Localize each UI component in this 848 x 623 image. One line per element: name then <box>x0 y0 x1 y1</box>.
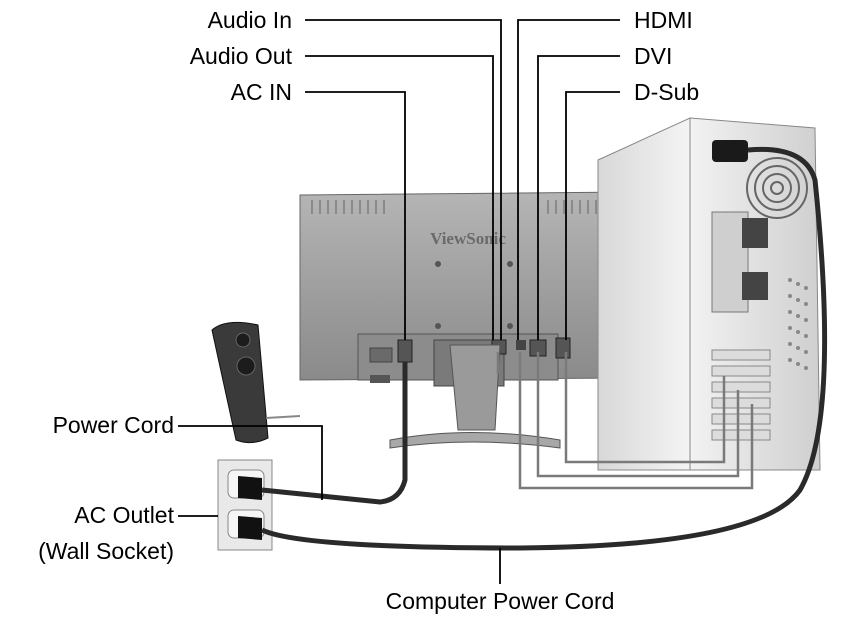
cables <box>260 146 828 551</box>
outlet-plug-top <box>238 476 262 500</box>
label-ac-in: AC IN <box>230 79 292 105</box>
outlet-plug-bottom <box>238 516 262 540</box>
leader-audio-out <box>305 55 494 340</box>
leader-ac-in <box>305 91 406 340</box>
label-ac-outlet: AC Outlet <box>74 502 174 528</box>
monitor-stand-neck <box>449 344 501 431</box>
speaker <box>211 321 301 444</box>
hdmi-port <box>516 340 526 350</box>
vesa-holes <box>435 261 513 329</box>
wall-outlet <box>217 459 273 551</box>
leader-dvi <box>537 55 620 340</box>
label-dsub: D-Sub <box>634 79 700 105</box>
computer-power-cord-cable <box>260 146 828 551</box>
brand-logo: ViewSonic <box>430 229 506 248</box>
pc-fan <box>746 157 808 219</box>
label-dvi: DVI <box>634 43 673 69</box>
pc-vent-holes <box>788 278 808 370</box>
label-computer-power-cord: Computer Power Cord <box>385 588 615 614</box>
leader-hdmi <box>517 19 620 340</box>
label-hdmi: HDMI <box>634 7 693 33</box>
monitor-vents <box>311 200 613 214</box>
hdmi-cable <box>518 352 754 490</box>
leader-power-cord <box>178 425 323 500</box>
power-cord-cable <box>261 362 408 505</box>
leader-dsub <box>565 91 620 340</box>
pc-tower <box>597 117 821 471</box>
label-wall-socket: (Wall Socket) <box>38 538 174 564</box>
label-power-cord: Power Cord <box>52 412 174 438</box>
label-audio-in: Audio In <box>207 7 292 33</box>
ac-in-port <box>397 339 413 363</box>
monitor-stand-base <box>389 432 561 449</box>
dsub-port <box>555 337 571 359</box>
leader-lines <box>178 19 620 584</box>
leader-audio-in <box>305 19 502 340</box>
label-audio-out: Audio Out <box>189 43 292 69</box>
pc-power-plug <box>712 140 748 162</box>
dsub-cable <box>564 352 726 464</box>
dvi-cable <box>536 352 740 478</box>
monitor-rear: ViewSonic <box>299 191 631 449</box>
